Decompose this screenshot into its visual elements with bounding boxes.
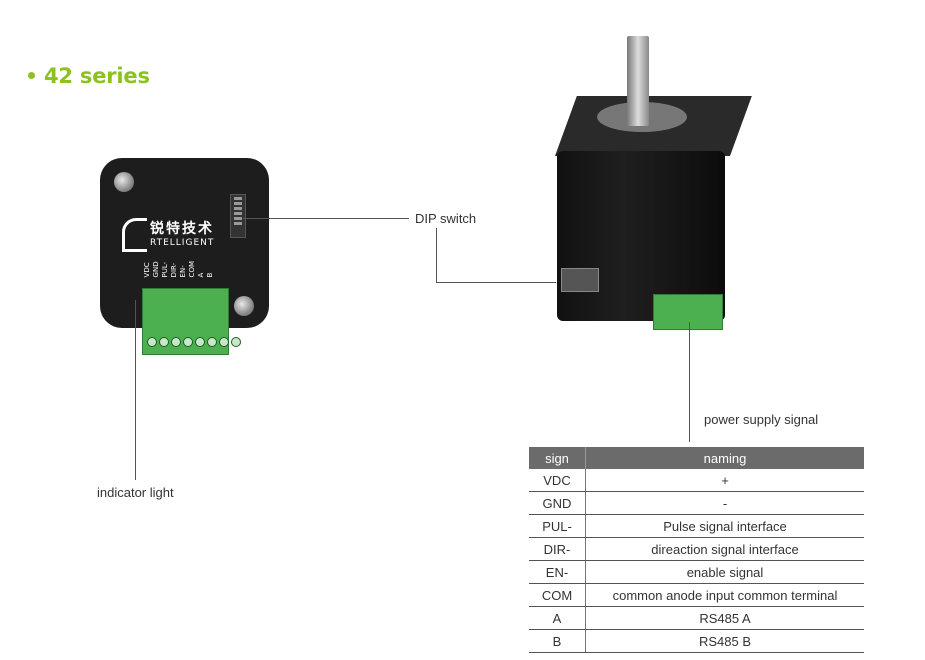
screw-icon — [234, 296, 254, 316]
leader-line — [689, 322, 690, 442]
bullet-icon — [28, 71, 35, 79]
pin-labels: VDC GND PUL- DIR- EN- COM A B — [143, 261, 214, 277]
leader-line — [436, 282, 556, 283]
column-header-naming: naming — [585, 447, 864, 469]
cell-naming: - — [585, 491, 864, 515]
pin-label: PUL- — [161, 261, 169, 278]
cell-sign: EN- — [529, 560, 586, 584]
table-row: GND- — [529, 491, 864, 515]
driver-board-image: 锐特技术 RTELLIGENT VDC GND PUL- DIR- EN- CO… — [100, 158, 269, 355]
table-row: VDC+ — [529, 469, 864, 492]
heading-text: 42 series — [44, 64, 150, 88]
screw-icon — [114, 172, 134, 192]
brand-logo: 锐特技术 RTELLIGENT — [120, 218, 215, 252]
motor-dip-switch-icon — [561, 268, 599, 292]
cell-naming: Pulse signal interface — [585, 514, 864, 538]
pin-label: VDC — [143, 262, 151, 278]
signal-table: sign naming VDC+ GND- PUL-Pulse signal i… — [529, 447, 864, 653]
cell-sign: VDC — [529, 469, 586, 492]
table-row: EN-enable signal — [529, 560, 864, 584]
table-header-row: sign naming — [529, 447, 864, 469]
indicator-light-label: indicator light — [97, 485, 174, 500]
cell-sign: DIR- — [529, 537, 586, 561]
terminal-block-icon — [142, 288, 241, 355]
dip-switch-label: DIP switch — [415, 211, 477, 226]
cell-naming: RS485 A — [585, 606, 864, 630]
cell-sign: COM — [529, 583, 586, 607]
logo-cn: 锐特技术 — [150, 221, 214, 237]
cell-sign: A — [529, 606, 586, 630]
leader-line — [436, 228, 437, 282]
pin-label: GND — [152, 261, 160, 278]
motor-terminal-icon — [653, 294, 723, 330]
section-heading: 42 series — [28, 64, 150, 88]
motor-image — [555, 36, 752, 336]
cell-naming: enable signal — [585, 560, 864, 584]
cell-sign: GND — [529, 491, 586, 515]
pin-label: DIR- — [170, 262, 178, 278]
cell-naming: RS485 B — [585, 629, 864, 653]
power-supply-signal-label: power supply signal — [704, 412, 819, 427]
motor-shaft — [627, 36, 649, 126]
cell-naming: direaction signal interface — [585, 537, 864, 561]
motor-body — [557, 151, 725, 321]
leader-line — [243, 218, 409, 219]
table-row: DIR-direaction signal interface — [529, 537, 864, 561]
pin-label: EN- — [179, 265, 187, 278]
pin-label: B — [206, 272, 214, 278]
pin-label: COM — [188, 261, 196, 278]
cell-sign: PUL- — [529, 514, 586, 538]
logo-en: RTELLIGENT — [150, 238, 215, 248]
cell-naming: common anode input common terminal — [585, 583, 864, 607]
logo-mark-icon — [122, 218, 147, 252]
pin-label: A — [197, 272, 205, 278]
dip-switch-icon — [230, 194, 246, 238]
leader-line — [135, 300, 136, 480]
table-row: PUL-Pulse signal interface — [529, 514, 864, 538]
cell-sign: B — [529, 629, 586, 653]
column-header-sign: sign — [529, 447, 586, 469]
cell-naming: + — [585, 469, 864, 492]
